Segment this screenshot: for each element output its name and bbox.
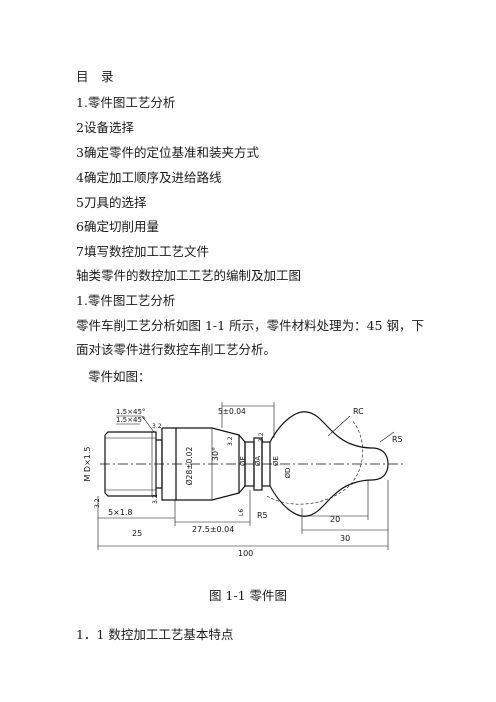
roughness-label-b: 3.2 — [227, 436, 234, 446]
roughness-label-d: 3.2 — [94, 498, 101, 508]
taper-section — [176, 427, 240, 501]
diameter-d-label: ØD — [284, 468, 292, 479]
dim-27-5-label: 27.5±0.04 — [192, 525, 234, 534]
diameter-e2-label: ØE — [272, 456, 280, 466]
roughness-label-c: 3.2 — [258, 432, 265, 442]
diameter-e1-label: ØE — [239, 456, 247, 466]
groove-label: 5×1.8 — [108, 508, 133, 517]
angle-label: 30° — [211, 447, 220, 461]
part-drawing: 1.5×45° 1.5×45° 3.2 5±0.04 RC R5 M D×1.5… — [83, 402, 404, 558]
toc-item-6: 6确定切削用量 — [76, 219, 159, 234]
dim-20-label: 20 — [330, 515, 340, 524]
toc-item-2: 2设备选择 — [76, 120, 134, 135]
rc-label: RC — [353, 407, 364, 416]
section-paragraph: 零件车削工艺分析如图 1-1 所示，零件材料处理为：45 钢，下面对该零件进行数… — [76, 318, 424, 357]
thread-section — [104, 431, 157, 497]
toc-title: 目 录 — [76, 69, 114, 84]
toc-item-4: 4确定加工顺序及进给路线 — [76, 170, 222, 185]
toc-item-1: 1.零件图工艺分析 — [76, 95, 176, 110]
thread-label: M D×1.5 — [83, 446, 92, 481]
subsection-heading: 1．1 数控加工工艺基本特点 — [76, 627, 234, 642]
roughness-label-e: 3.2 — [152, 494, 159, 504]
length-5-label: 5±0.04 — [218, 407, 246, 416]
toc-item-5: 5刀具的选择 — [76, 195, 147, 210]
diameter-28-label: Ø28±0.02 — [185, 447, 194, 486]
section-heading: 1.零件图工艺分析 — [76, 293, 176, 308]
diameter-a-label: ØA — [254, 456, 262, 467]
dim-100-label: 100 — [238, 549, 253, 558]
r5-bottom-label: R5 — [257, 511, 268, 520]
bulb-head — [269, 411, 389, 517]
length-l6-label: L6 — [238, 509, 245, 516]
r5-right-label: R5 — [392, 435, 403, 444]
document-title: 轴类零件的数控加工工艺的编制及加工图 — [76, 268, 302, 283]
chamfer-label-1: 1.5×45° — [116, 408, 145, 416]
chamfer-label-2: 1.5×45° — [116, 416, 145, 424]
dim-25-label: 25 — [132, 529, 142, 538]
roughness-label-a: 3.2 — [152, 423, 162, 430]
dim-30-label: 30 — [340, 534, 350, 543]
figure-caption: 图 1-1 零件图 — [208, 588, 288, 603]
figure-intro: 零件如图： — [88, 369, 151, 384]
toc-item-3: 3确定零件的定位基准和装夹方式 — [76, 145, 259, 160]
toc-item-7: 7填写数控加工工艺文件 — [76, 244, 209, 259]
